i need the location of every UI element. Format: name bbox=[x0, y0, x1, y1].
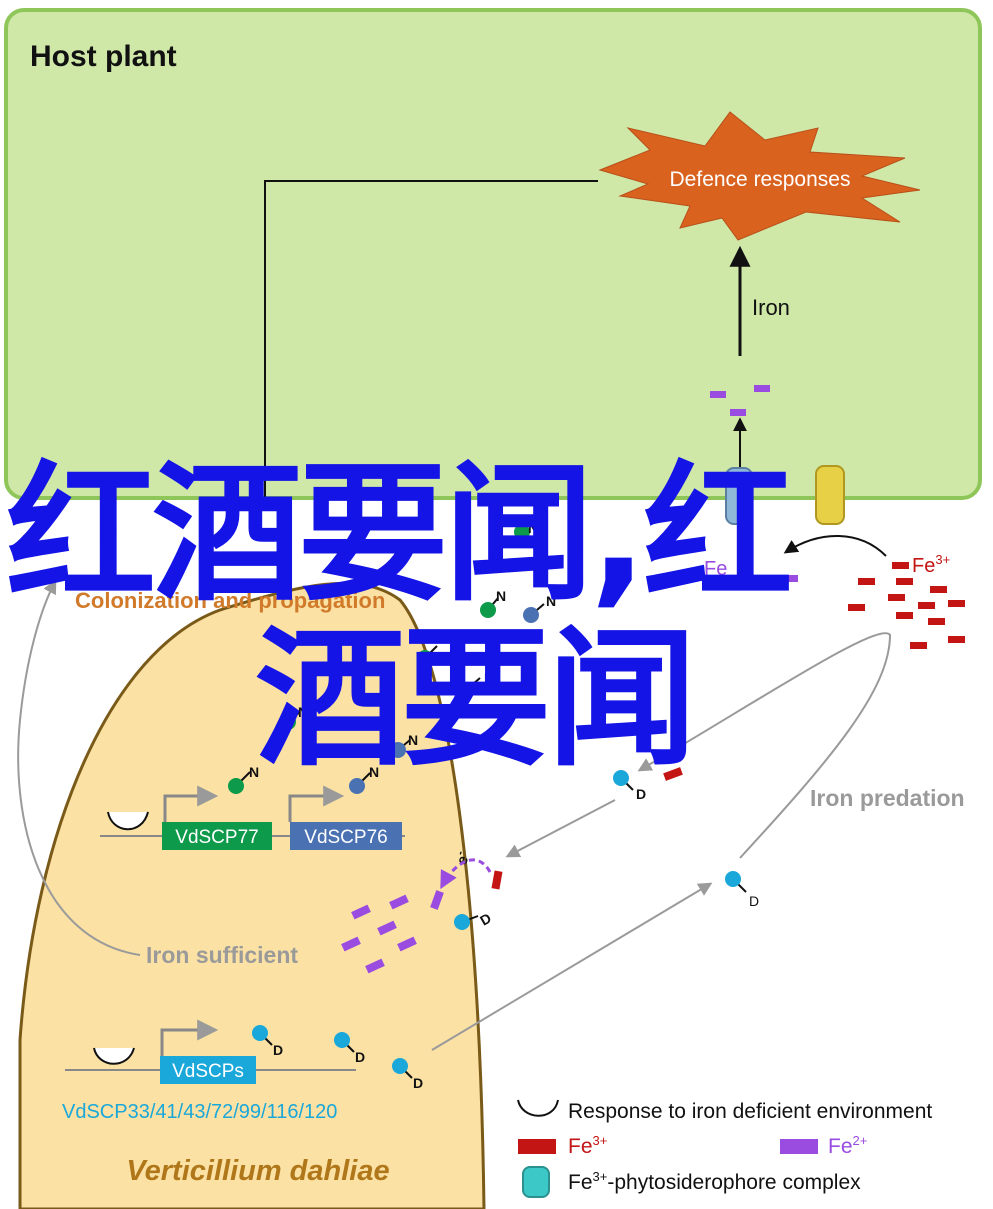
fe2-cluster bbox=[341, 894, 417, 974]
reduction-arrow bbox=[783, 535, 887, 557]
legend-fe2-swatch bbox=[780, 1139, 818, 1154]
predation-arrow-left bbox=[505, 799, 616, 858]
d-effector: D bbox=[392, 1058, 423, 1091]
fe2-particle bbox=[730, 409, 746, 416]
fe2-partial-label: Fe bbox=[704, 558, 727, 580]
fe3-cluster bbox=[848, 562, 965, 649]
n-protein: N bbox=[228, 764, 259, 794]
legend-complex-label: Fe3+-phytosiderophore complex bbox=[568, 1169, 861, 1194]
legend-fe3-swatch bbox=[518, 1139, 556, 1154]
svg-text:N: N bbox=[369, 764, 379, 780]
svg-text:N: N bbox=[546, 593, 556, 609]
svg-text:D: D bbox=[273, 1042, 283, 1058]
svg-text:N: N bbox=[528, 520, 538, 536]
fe3-label: Fe3+ bbox=[912, 552, 950, 577]
gene-vdscp76-box bbox=[290, 822, 402, 850]
n-protein: N bbox=[523, 593, 556, 623]
svg-text:D: D bbox=[636, 786, 646, 802]
n-protein: N bbox=[349, 764, 379, 794]
n-protein: N bbox=[458, 670, 494, 698]
svg-text:D: D bbox=[749, 893, 759, 909]
promoter-cup-icon bbox=[93, 1047, 135, 1065]
secretion-arrow bbox=[431, 882, 713, 1051]
signal-line bbox=[264, 180, 598, 498]
species-label: Verticillium dahliae bbox=[126, 1155, 389, 1187]
gene-vdscp76-label: VdSCP76 bbox=[304, 827, 387, 848]
svg-text:N: N bbox=[249, 764, 259, 780]
promoter-cup-icon bbox=[107, 811, 149, 831]
gene-list-label: VdSCP33/41/43/72/99/116/120 bbox=[62, 1101, 337, 1123]
promoter-arrow-icon bbox=[163, 785, 219, 822]
svg-text:D: D bbox=[477, 910, 494, 929]
promoter-arrow-icon bbox=[288, 785, 345, 822]
colonization-label: Colonization and propagation bbox=[75, 588, 385, 613]
n-protein: N bbox=[280, 704, 308, 730]
transporter-cylinder bbox=[725, 467, 753, 525]
n-protein bbox=[417, 645, 438, 666]
d-effector: D bbox=[454, 910, 494, 930]
complex-cylinder bbox=[815, 465, 845, 525]
gene-vdscp77-label: VdSCP77 bbox=[175, 827, 258, 848]
defence-starburst bbox=[598, 111, 921, 241]
host-plant-title: Host plant bbox=[30, 40, 177, 73]
fe2-particle bbox=[754, 385, 770, 392]
legend-fe3-label: Fe3+ bbox=[568, 1133, 607, 1158]
svg-text:D: D bbox=[413, 1075, 423, 1091]
gene-vdscps-label: VdSCPs bbox=[172, 1061, 244, 1082]
promoter-arrow-icon bbox=[160, 1019, 219, 1056]
svg-text:N: N bbox=[408, 732, 418, 748]
fe2-particle bbox=[782, 575, 798, 582]
d-effector: D bbox=[252, 1025, 283, 1058]
iron-label: Iron bbox=[752, 295, 790, 320]
n-protein: N bbox=[390, 732, 418, 758]
defence-responses-label: Defence responses bbox=[670, 168, 851, 191]
gene-vdscp77-box bbox=[162, 822, 272, 850]
fe3-particle bbox=[491, 870, 503, 890]
n-protein: N bbox=[514, 520, 538, 540]
svg-text:D: D bbox=[355, 1049, 365, 1065]
d-effector: D bbox=[334, 1032, 365, 1065]
fungus-body bbox=[18, 581, 486, 1209]
legend-complex-cylinder bbox=[522, 1166, 550, 1198]
n-protein: N bbox=[480, 588, 506, 618]
fe2-particle bbox=[710, 391, 726, 398]
host-plant-box bbox=[4, 8, 982, 500]
iron-predation-label: Iron predation bbox=[810, 785, 965, 811]
legend-response-label: Response to iron deficient environment bbox=[568, 1100, 932, 1123]
d-effector: D bbox=[725, 871, 759, 909]
iron-sufficient-loop bbox=[17, 579, 141, 956]
legend-fe2-label: Fe2+ bbox=[828, 1133, 867, 1158]
fe2-particle bbox=[430, 890, 444, 910]
legend-cup-icon bbox=[517, 1099, 559, 1117]
svg-text:N: N bbox=[298, 704, 308, 720]
svg-text:N: N bbox=[496, 588, 506, 604]
iron-predation-loop-upper bbox=[637, 632, 892, 859]
iron-sufficient-label: Iron sufficient bbox=[146, 942, 298, 968]
gene-vdscps-box bbox=[160, 1056, 256, 1084]
legend: Response to iron deficient environment F… bbox=[517, 1099, 932, 1198]
d-effector: D bbox=[613, 770, 646, 802]
fe3-particle bbox=[663, 767, 683, 781]
svg-text:N: N bbox=[484, 670, 494, 686]
